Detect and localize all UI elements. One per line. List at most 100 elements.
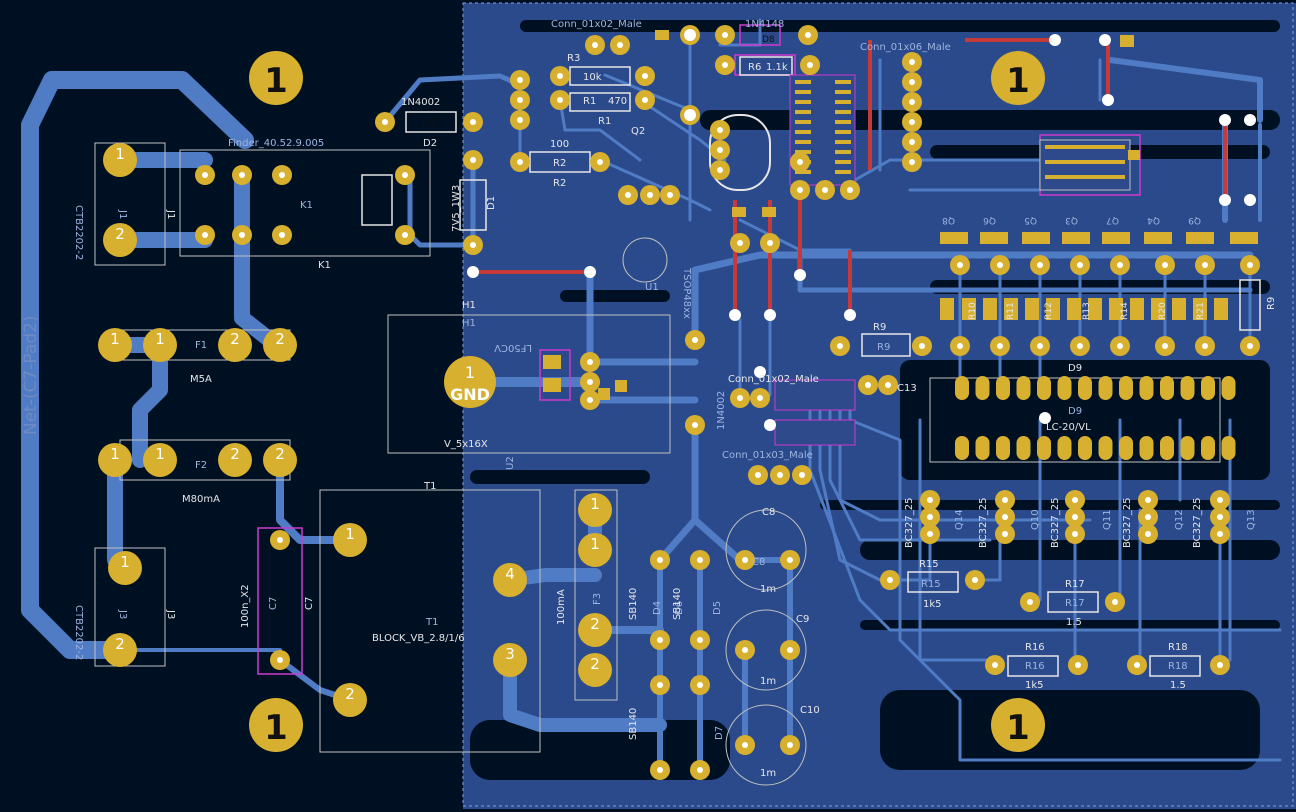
tht-pad[interactable] bbox=[798, 25, 818, 45]
tht-pad[interactable] bbox=[640, 185, 660, 205]
tht-pad[interactable] bbox=[1110, 255, 1130, 275]
tht-pad[interactable] bbox=[585, 35, 605, 55]
via[interactable] bbox=[1219, 194, 1231, 206]
via[interactable] bbox=[754, 366, 766, 378]
tht-pad-large[interactable]: 1 bbox=[333, 523, 367, 557]
tht-pad-large[interactable]: 3 bbox=[493, 643, 527, 677]
gnd-pad-h1[interactable]: 1 GND bbox=[444, 356, 496, 408]
lcd-pin[interactable] bbox=[1098, 376, 1113, 400]
tht-pad[interactable] bbox=[463, 150, 483, 170]
lcd-pin[interactable] bbox=[1037, 436, 1051, 460]
tht-pad[interactable] bbox=[610, 35, 630, 55]
lcd-pin[interactable] bbox=[1201, 436, 1215, 460]
tht-pad[interactable] bbox=[792, 465, 812, 485]
tht-pad-large[interactable]: 2 bbox=[263, 443, 297, 477]
tht-pad-large[interactable]: 2 bbox=[218, 328, 252, 362]
tht-pad[interactable] bbox=[650, 630, 670, 650]
tht-pad[interactable] bbox=[1065, 507, 1085, 527]
tht-pad[interactable] bbox=[735, 735, 755, 755]
lcd-pin[interactable] bbox=[1098, 436, 1113, 460]
lcd-pin[interactable] bbox=[1180, 436, 1195, 460]
lcd-pin[interactable] bbox=[1037, 376, 1051, 400]
tht-pad[interactable] bbox=[995, 507, 1015, 527]
tht-pad[interactable] bbox=[195, 225, 215, 245]
tht-pad-large[interactable]: 1 bbox=[578, 493, 612, 527]
tht-pad[interactable] bbox=[550, 66, 570, 86]
via[interactable] bbox=[794, 269, 806, 281]
tht-pad[interactable] bbox=[1195, 255, 1215, 275]
tht-pad[interactable] bbox=[710, 140, 730, 160]
tht-pad[interactable] bbox=[1068, 655, 1088, 675]
tht-pad[interactable] bbox=[375, 112, 395, 132]
tht-pad[interactable] bbox=[510, 110, 530, 130]
lcd-pin[interactable] bbox=[1201, 376, 1215, 400]
tht-pad[interactable] bbox=[650, 760, 670, 780]
tht-pad[interactable] bbox=[770, 465, 790, 485]
tht-pad[interactable] bbox=[730, 388, 750, 408]
tht-pad[interactable] bbox=[1020, 592, 1040, 612]
tht-pad-large[interactable]: 1 bbox=[98, 443, 132, 477]
lcd-pin[interactable] bbox=[1139, 436, 1154, 460]
tht-pad[interactable] bbox=[858, 375, 878, 395]
via[interactable] bbox=[844, 309, 856, 321]
tht-pad[interactable] bbox=[690, 760, 710, 780]
lcd-pin[interactable] bbox=[1160, 376, 1174, 400]
via[interactable] bbox=[584, 266, 596, 278]
tht-pad[interactable] bbox=[920, 524, 940, 544]
tht-pad[interactable] bbox=[902, 52, 922, 72]
tht-pad[interactable] bbox=[990, 336, 1010, 356]
tht-pad-large[interactable]: 2 bbox=[578, 613, 612, 647]
lcd-pin[interactable] bbox=[1016, 436, 1031, 460]
tht-pad[interactable] bbox=[270, 650, 290, 670]
tht-pad[interactable] bbox=[920, 507, 940, 527]
lcd-pin[interactable] bbox=[1057, 436, 1072, 460]
tht-pad[interactable] bbox=[950, 336, 970, 356]
lcd-pin[interactable] bbox=[996, 436, 1010, 460]
tht-pad[interactable] bbox=[550, 90, 570, 110]
tht-pad[interactable] bbox=[690, 550, 710, 570]
tht-pad[interactable] bbox=[902, 152, 922, 172]
tht-pad[interactable] bbox=[580, 352, 600, 372]
tht-pad[interactable] bbox=[950, 255, 970, 275]
tht-pad[interactable] bbox=[715, 55, 735, 75]
via[interactable] bbox=[1102, 94, 1114, 106]
tht-pad[interactable] bbox=[618, 185, 638, 205]
tht-pad[interactable] bbox=[710, 120, 730, 140]
tht-pad[interactable] bbox=[760, 233, 780, 253]
tht-pad[interactable] bbox=[985, 655, 1005, 675]
tht-pad[interactable] bbox=[690, 630, 710, 650]
lcd-pin[interactable] bbox=[955, 436, 969, 460]
tht-pad-large[interactable]: 1 bbox=[108, 551, 142, 585]
lcd-pin[interactable] bbox=[1160, 436, 1174, 460]
tht-pad[interactable] bbox=[1110, 336, 1130, 356]
lcd-pin[interactable] bbox=[1180, 376, 1195, 400]
tht-pad[interactable] bbox=[232, 225, 252, 245]
tht-pad[interactable] bbox=[1065, 524, 1085, 544]
via[interactable] bbox=[729, 309, 741, 321]
tht-pad[interactable] bbox=[715, 25, 735, 45]
tht-pad[interactable] bbox=[232, 165, 252, 185]
tht-pad[interactable] bbox=[463, 112, 483, 132]
tht-pad[interactable] bbox=[1065, 490, 1085, 510]
tht-pad[interactable] bbox=[510, 152, 530, 172]
tht-pad[interactable] bbox=[780, 735, 800, 755]
tht-pad[interactable] bbox=[735, 640, 755, 660]
tht-pad[interactable] bbox=[1210, 655, 1230, 675]
tht-pad[interactable] bbox=[1138, 490, 1158, 510]
lcd-pin[interactable] bbox=[1057, 376, 1072, 400]
tht-pad[interactable] bbox=[1240, 255, 1260, 275]
tht-pad[interactable] bbox=[590, 152, 610, 172]
tht-pad[interactable] bbox=[1105, 592, 1125, 612]
tht-pad[interactable] bbox=[750, 388, 770, 408]
via[interactable] bbox=[1244, 194, 1256, 206]
tht-pad[interactable] bbox=[1210, 490, 1230, 510]
tht-pad[interactable] bbox=[660, 185, 680, 205]
tht-pad[interactable] bbox=[1030, 255, 1050, 275]
tht-pad[interactable] bbox=[1155, 255, 1175, 275]
lcd-pin[interactable] bbox=[1221, 436, 1236, 460]
tht-pad[interactable] bbox=[510, 70, 530, 90]
tht-pad[interactable] bbox=[685, 415, 705, 435]
tht-pad-large[interactable]: 2 bbox=[333, 683, 367, 717]
tht-pad-large[interactable]: 1 bbox=[103, 143, 137, 177]
